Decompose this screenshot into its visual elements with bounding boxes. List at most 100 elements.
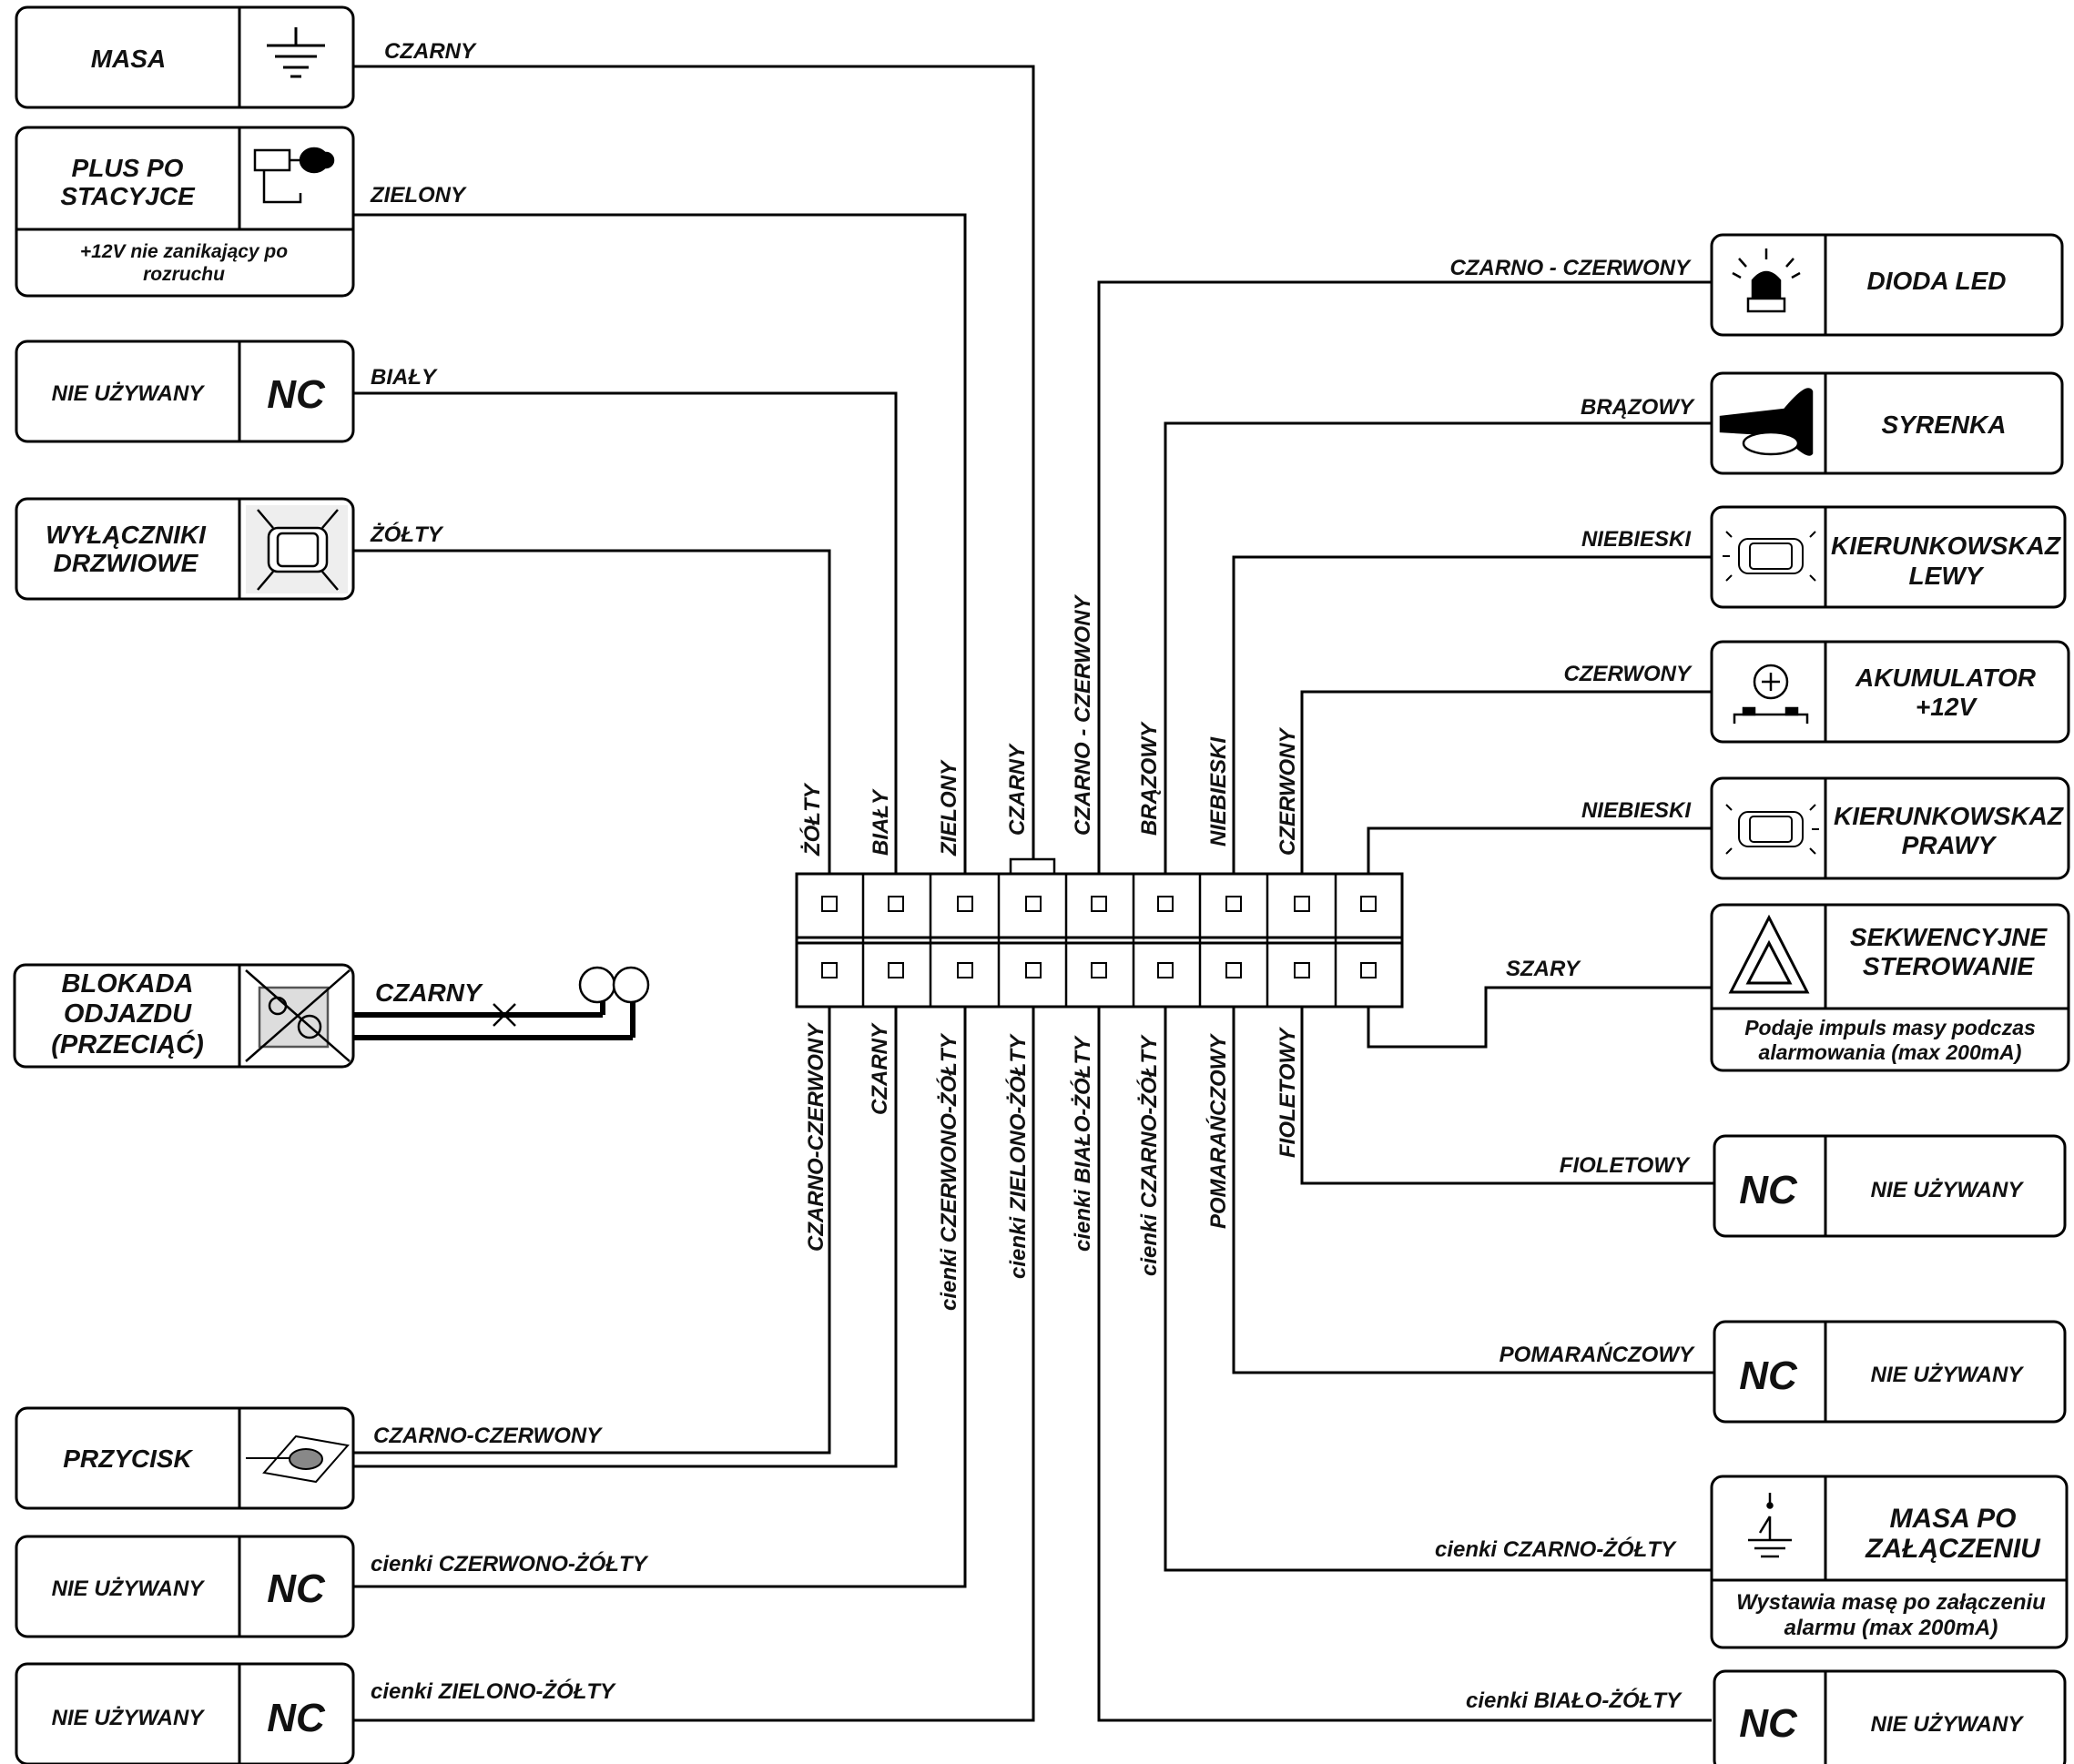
pin-label-czerwony: CZERWONY: [1276, 726, 1300, 856]
pin-label-zielony: ZIELONY: [937, 759, 961, 857]
box-plus-label-1: PLUS PO: [72, 154, 184, 182]
pin-top: [1360, 896, 1377, 912]
box-masa-po-note-2: alarmu (max 200mA): [1784, 1616, 1998, 1640]
wire-label-cienki-zielono-zolty: cienki ZIELONO-ŻÓŁTY: [371, 1678, 616, 1704]
battery-icon: [1733, 664, 1809, 724]
box-kier-prawy-label-2: PRAWY: [1902, 831, 1998, 859]
wire-czarny-przycisk: [353, 971, 898, 1468]
box-plus-note-1: +12V nie zanikający po: [80, 241, 288, 262]
box-nie-uzywany-2: NIE UŻYWANY NC: [15, 1535, 355, 1638]
crossed-engine-icon: [245, 969, 351, 1062]
box-wylaczniki-drzwiowe: WYŁĄCZNIKI DRZWIOWE: [15, 497, 355, 601]
box-sekwencyjne-label-2: STEROWANIE: [1863, 952, 2036, 980]
switch-ground-icon: [1748, 1493, 1792, 1558]
wire-niebieski-lewy: [1232, 555, 1712, 902]
wire-label-brazowy: BRĄZOWY: [1581, 395, 1695, 420]
connector-latch: [1009, 857, 1056, 876]
wire-brazowy: [1164, 421, 1712, 902]
box-syrenka: SYRENKA: [1710, 371, 2064, 475]
connector-labels-top: ŻÓŁTY BIAŁY ZIELONY CZARNY CZARNO - CZER…: [799, 593, 1300, 857]
box-nie-uzywany-3-label: NIE UŻYWANY: [52, 1706, 206, 1730]
pin-top: [957, 896, 973, 912]
wire-cienki-zielono-zolty: [353, 971, 1035, 1722]
box-sekwencyjne-label-1: SEKWENCYJNE: [1850, 923, 2049, 951]
pin-label-cienki-czerwono-zolty: cienki CZERWONO-ŻÓŁTY: [936, 1032, 961, 1311]
pin-top: [1157, 896, 1174, 912]
wire-zolty: [353, 549, 831, 902]
cut-mark-icon: [493, 1003, 516, 1027]
box-plus-po-stacyjce: PLUS PO STACYJCE +12V nie zanikający po …: [15, 126, 355, 298]
wire-end-loop-right: [612, 966, 650, 1004]
push-button-icon: [246, 1435, 350, 1484]
wire-cienki-bialo-zolty: [1097, 971, 1712, 1722]
nc-label: NC: [1739, 1701, 1798, 1746]
box-akumulator: AKUMULATOR +12V: [1710, 640, 2070, 744]
wire-label-cienki-czerwono-zolty: cienki CZERWONO-ŻÓŁTY: [371, 1551, 649, 1576]
pin-label-bialy: BIAŁY: [869, 788, 893, 856]
box-masa-po-label-1: MASA PO: [1890, 1504, 2017, 1534]
connector-pins-bottom: [821, 962, 1377, 978]
pin-top: [888, 896, 904, 912]
box-syrenka-label: SYRENKA: [1882, 411, 2007, 439]
box-nie-uzywany-1-label: NIE UŻYWANY: [52, 381, 206, 406]
box-kierunkowskaz-prawy: KIERUNKOWSKAZ PRAWY: [1710, 776, 2070, 880]
pin-bottom: [1157, 962, 1174, 978]
wires: [353, 65, 1714, 1722]
pin-label-cienki-zielono-zolty: cienki ZIELONO-ŻÓŁTY: [1005, 1033, 1031, 1279]
wire-label-fioletowy: FIOLETOWY: [1560, 1153, 1691, 1178]
connector-body: [795, 872, 1404, 1009]
pin-top: [1294, 896, 1310, 912]
pin-label-czarny: CZARNY: [1005, 743, 1030, 836]
box-nc-bialo-zolty: NC NIE UŻYWANY: [1713, 1669, 2067, 1764]
wire-fioletowy: [1300, 971, 1714, 1185]
box-wylaczniki-label-2: DRZWIOWE: [54, 549, 199, 577]
box-nc-fioletowy-label: NIE UŻYWANY: [1871, 1178, 2025, 1202]
pin-top: [821, 896, 838, 912]
box-sekwencyjne-note-2: alarmowania (max 200mA): [1759, 1040, 2022, 1064]
wire-label-bialy: BIAŁY: [371, 365, 438, 390]
horn-icon: [1719, 388, 1814, 456]
box-plus-label-2: STACYJCE: [60, 182, 196, 210]
pin-top: [1025, 896, 1042, 912]
box-kier-prawy-label-1: KIERUNKOWSKAZ: [1834, 802, 2064, 830]
pin-bottom: [1091, 962, 1107, 978]
warning-triangle-icon: [1728, 914, 1810, 994]
wire-label-pomaranczowy: POMARAŃCZOWY: [1500, 1342, 1695, 1367]
wire-czarno-czerwony-led: [1097, 280, 1712, 902]
connector-pins-top: [821, 896, 1377, 912]
nc-label: NC: [1739, 1353, 1798, 1398]
wire-czarno-czerwony-przycisk: [353, 971, 831, 1455]
pin-label-czarno-czerwony-bottom: CZARNO-CZERWONY: [804, 1022, 829, 1252]
box-dioda-led: DIODA LED: [1710, 233, 2064, 337]
box-masa-po-note-1: Wystawia masę po załączeniu: [1736, 1590, 2046, 1615]
pin-label-pomaranczowy: POMARAŃCZOWY: [1205, 1033, 1231, 1229]
nc-label: NC: [267, 372, 326, 417]
wire-label-czarno-czerwony-przycisk: CZARNO-CZERWONY: [373, 1424, 603, 1448]
wire-cienki-czarno-zolty: [1164, 971, 1712, 1572]
box-masa-label: MASA: [91, 45, 166, 73]
wire-label-niebieski-lewy: NIEBIESKI: [1581, 527, 1692, 552]
ground-icon: [267, 27, 325, 78]
box-akumulator-label-2: +12V: [1916, 693, 1977, 721]
box-plus-note-2: rozruchu: [143, 264, 225, 285]
wire-label-niebieski-prawy: NIEBIESKI: [1581, 798, 1692, 823]
car-blinker-right-icon: [1725, 804, 1819, 855]
box-kier-lewy-label-2: LEWY: [1909, 562, 1985, 590]
wire-labels: CZARNY ZIELONY BIAŁY ŻÓŁTY CZARNY CZARNO…: [370, 39, 1695, 1713]
pin-top: [1091, 896, 1107, 912]
box-nie-uzywany-1: NIE UŻYWANY NC: [15, 340, 355, 443]
box-sekwencyjne-note-1: Podaje impuls masy podczas: [1744, 1016, 2036, 1039]
wire-label-czarno-czerwony-led: CZARNO - CZERWONY: [1449, 256, 1692, 280]
pin-bottom: [821, 962, 838, 978]
pin-label-cienki-czarno-zolty: cienki CZARNO-ŻÓŁTY: [1136, 1034, 1162, 1276]
box-przycisk-label: PRZYCISK: [63, 1445, 193, 1473]
connector: [795, 857, 1404, 1009]
pin-label-czarno-czerwony: CZARNO - CZERWONY: [1071, 593, 1095, 836]
wire-czerwony: [1300, 690, 1712, 902]
box-nc-bialo-zolty-label: NIE UŻYWANY: [1871, 1712, 2025, 1737]
nc-label: NC: [267, 1696, 326, 1740]
pin-label-fioletowy: FIOLETOWY: [1276, 1027, 1300, 1158]
pin-bottom: [1360, 962, 1377, 978]
box-wylaczniki-label-1: WYŁĄCZNIKI: [46, 521, 207, 549]
